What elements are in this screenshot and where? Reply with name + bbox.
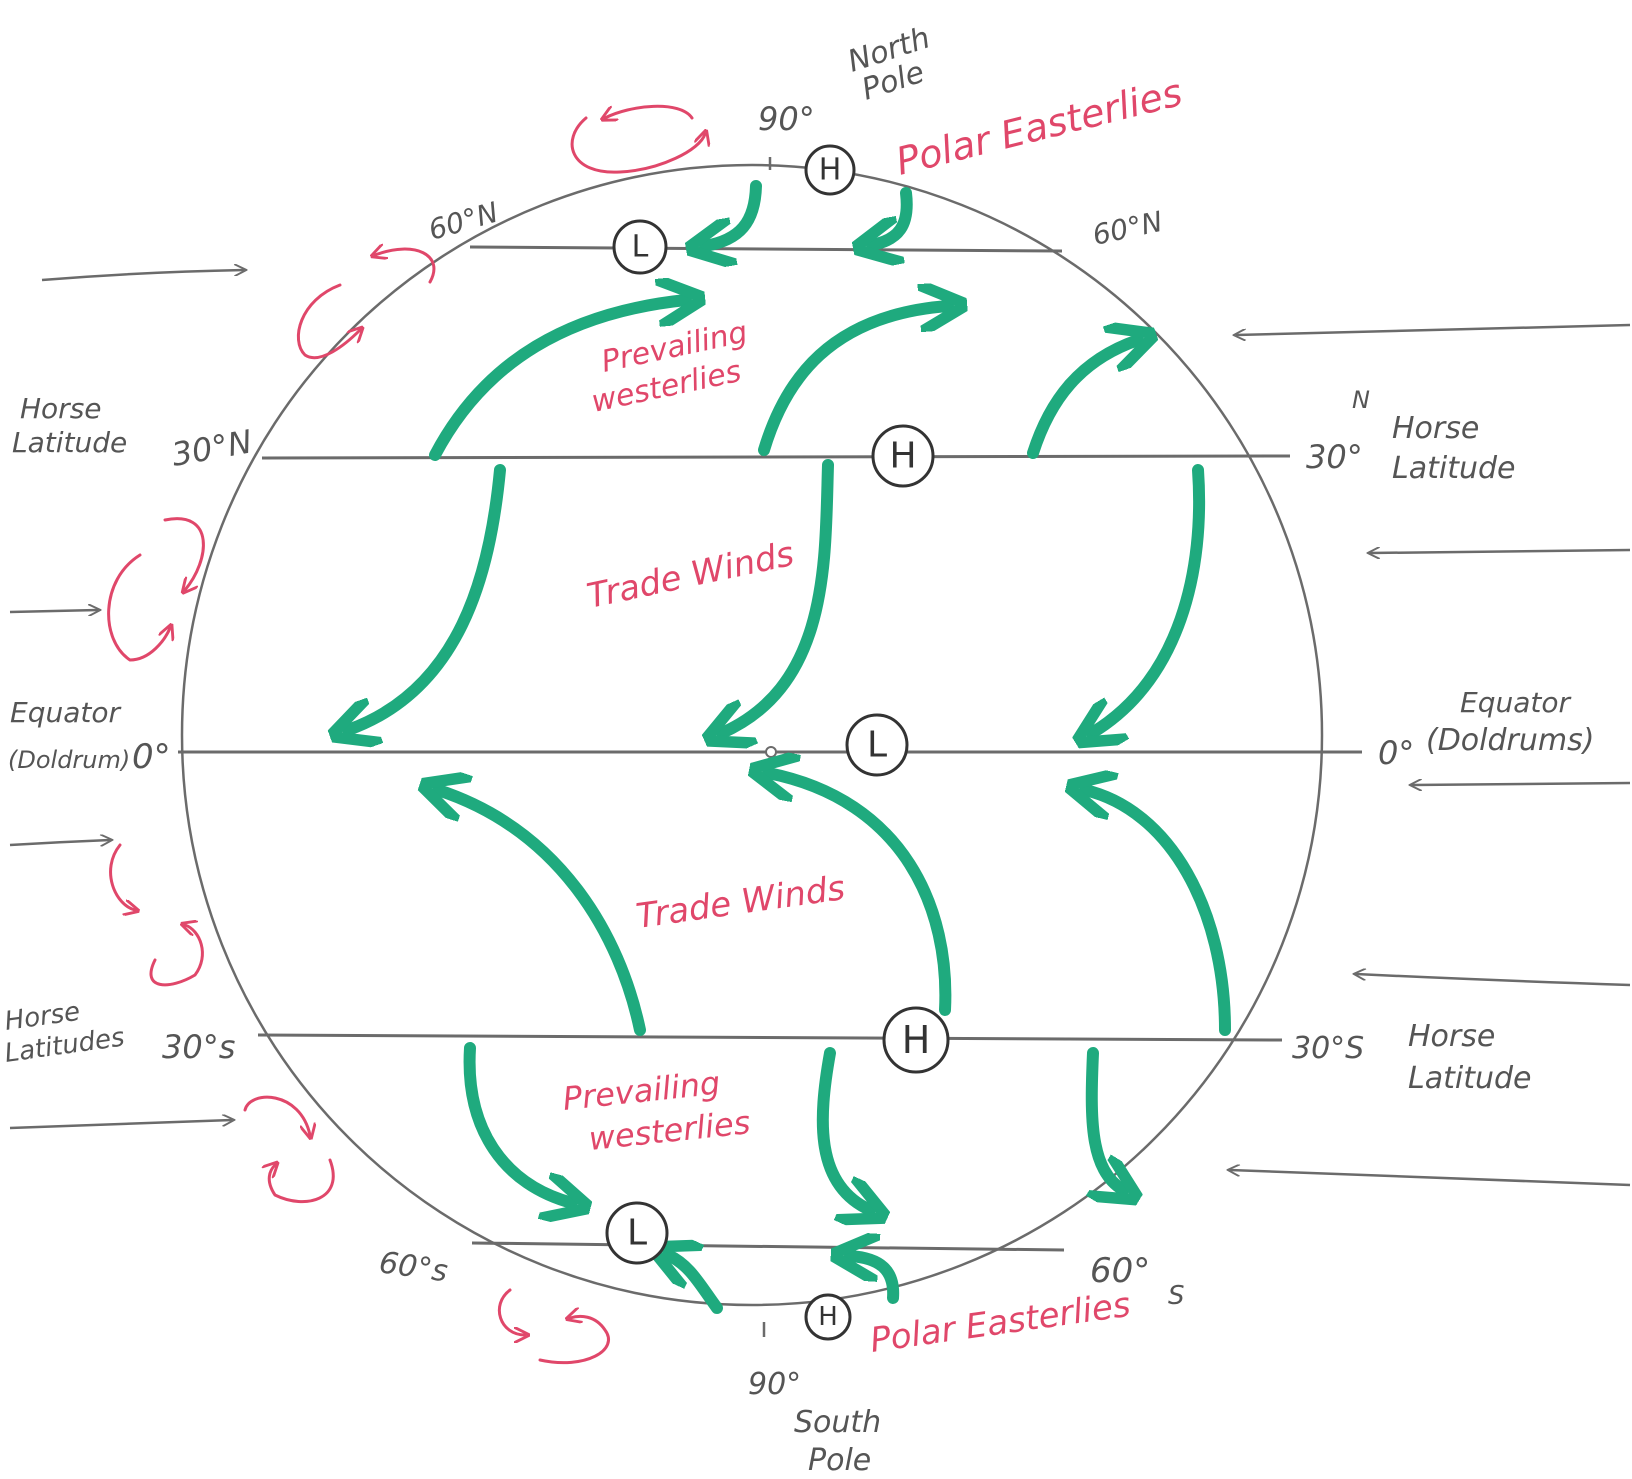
red-cell-south-polar-left: [497, 1288, 525, 1335]
lat-30n-right-n-label: N: [1352, 386, 1370, 414]
gray-arrow-right-4: [1356, 974, 1631, 987]
gray-arrow-right-5: [1230, 1170, 1631, 1187]
green-wind-arrows: [348, 180, 1231, 1314]
south-pole-label-line1: South: [794, 1405, 881, 1440]
polar-easterlies-south-label: Polar Easterlies: [868, 1285, 1133, 1361]
wind-westerly-north-2: [758, 306, 948, 456]
wind-trade-north-3: [1092, 464, 1206, 733]
horse-latitude-right-n-line2: Latitude: [1392, 451, 1515, 486]
pressure-circle-high-90n: [804, 144, 856, 196]
pressure-low-60n: L: [612, 219, 668, 275]
lat-30s-right-label: 30°S: [1292, 1031, 1364, 1066]
horse-latitude-left-n-line2: Latitude: [12, 426, 127, 459]
red-cell-south-hadley-top: [109, 843, 135, 910]
equator-right-line1: Equator: [1460, 686, 1571, 719]
pressure-circle-low-60s: [605, 1201, 669, 1265]
wind-polar-easterly-south-2: [850, 1256, 900, 1304]
gray-arrow-right-2: [1370, 550, 1631, 553]
wind-trade-south-1: [438, 790, 646, 1036]
pressure-low-60s: L: [605, 1201, 669, 1265]
south-pole-label-line2: Pole: [808, 1443, 871, 1478]
wind-polar-easterly-north-1: [705, 180, 762, 246]
wind-polar-easterly-north-2: [872, 187, 913, 245]
wind-westerly-south-1: [463, 1042, 572, 1203]
red-cell-south-hadley-bottom: [149, 925, 204, 987]
wind-trade-south-3: [1085, 790, 1231, 1036]
pressure-letter-low-60s: L: [627, 1213, 647, 1254]
pressure-low-equator: L: [845, 713, 909, 777]
red-cell-south-ferrel-top: [243, 1095, 310, 1135]
red-circulation-cells: [107, 104, 705, 1365]
gray-arrow-left-1: [41, 270, 244, 282]
trade-winds-south-label: Trade Winds: [634, 868, 848, 937]
trade-winds-north-label: Trade Winds: [584, 534, 798, 617]
lat-30n-left-label: 30°N: [169, 422, 255, 473]
pressure-circle-high-30n: [871, 424, 935, 488]
latitude-line-60n: [469, 245, 1063, 253]
red-cell-north-polar-top: [605, 104, 694, 118]
latitude-line-30n: [261, 454, 1291, 460]
pressure-letter-high-90n: H: [819, 153, 842, 188]
gray-arrow-left-4: [9, 1120, 232, 1130]
wind-westerly-south-3: [1085, 1047, 1123, 1190]
wind-westerly-south-2: [816, 1047, 870, 1210]
wind-polar-easterly-south-1: [668, 1255, 723, 1314]
wind-trade-north-2: [722, 459, 834, 733]
lat-60s-left-label: 60°s: [377, 1245, 450, 1289]
pressure-letter-high-90s: H: [818, 1302, 838, 1332]
red-cell-south-polar-right: [538, 1316, 610, 1365]
equator-center-dot: [765, 746, 777, 758]
deg-90-bottom-label: 90°: [748, 1367, 801, 1402]
gray-arrow-right-3: [1412, 783, 1631, 785]
lat-60s-right-s-label: S: [1168, 1281, 1185, 1311]
latitude-line-60s: [471, 1241, 1065, 1252]
lat-60n-right-label: 60°N: [1090, 205, 1166, 252]
equator-left-line1: Equator: [10, 696, 121, 729]
red-cell-south-ferrel-bottom: [269, 1158, 335, 1204]
globe-outline: [180, 163, 1324, 1307]
pressure-letter-low-equator: L: [867, 725, 887, 766]
red-cell-north-ferrel-top: [375, 249, 436, 284]
pressure-letter-high-30n: H: [889, 436, 916, 477]
gray-arrow-right-1: [1236, 323, 1631, 335]
horse-latitude-left-n-line1: Horse: [20, 392, 102, 425]
polar-easterlies-north-label: Polar Easterlies: [892, 70, 1187, 184]
horse-latitude-right-n-line1: Horse: [1392, 411, 1479, 446]
latitude-line-30s: [257, 1033, 1283, 1042]
lat-30s-left-label: 30°s: [162, 1028, 235, 1066]
horse-latitude-right-s-line1: Horse: [1408, 1019, 1495, 1054]
wind-trade-south-2: [768, 773, 952, 1016]
wind-westerly-north-3: [1027, 340, 1138, 459]
red-cell-north-hadley-left: [107, 553, 170, 662]
equator-right-line2: (Doldrums): [1426, 723, 1594, 758]
red-cell-north-ferrel-bottom: [296, 283, 360, 360]
red-cell-north-polar-bottom: [570, 116, 705, 174]
pressure-letter-high-30s: H: [902, 1018, 931, 1062]
pressure-circle-high-90s: [804, 1293, 852, 1341]
pressure-circle-high-30s: [882, 1006, 950, 1074]
wind-trade-north-1: [348, 464, 506, 730]
lat-60s-right-label: 60°: [1090, 1251, 1150, 1291]
gray-arrow-left-3: [9, 840, 110, 845]
pressure-high-90s: H: [804, 1293, 852, 1341]
pressure-letter-low-60n: L: [632, 230, 649, 265]
lat-30n-right-label: 30°: [1306, 438, 1363, 476]
lat-60n-left-label: 60°N: [425, 196, 502, 247]
lat-0-right-label: 0°: [1378, 734, 1414, 772]
gray-arrow-left-2: [9, 610, 98, 612]
pressure-circle-low-60n: [612, 219, 668, 275]
wind-westerly-north-1: [429, 300, 686, 461]
lat-0-left-label: 0°: [132, 737, 171, 777]
pressure-circle-low-equator: [845, 713, 909, 777]
pressure-high-90n: H: [804, 144, 856, 196]
red-cell-north-hadley-right: [163, 517, 205, 590]
pressure-high-30s: H: [882, 1006, 950, 1074]
pressure-high-30n: H: [871, 424, 935, 488]
deg-90-top-label: 90°: [758, 100, 815, 138]
equator-left-line2: (Doldrum): [8, 746, 130, 774]
horse-latitude-right-s-line2: Latitude: [1408, 1061, 1531, 1096]
